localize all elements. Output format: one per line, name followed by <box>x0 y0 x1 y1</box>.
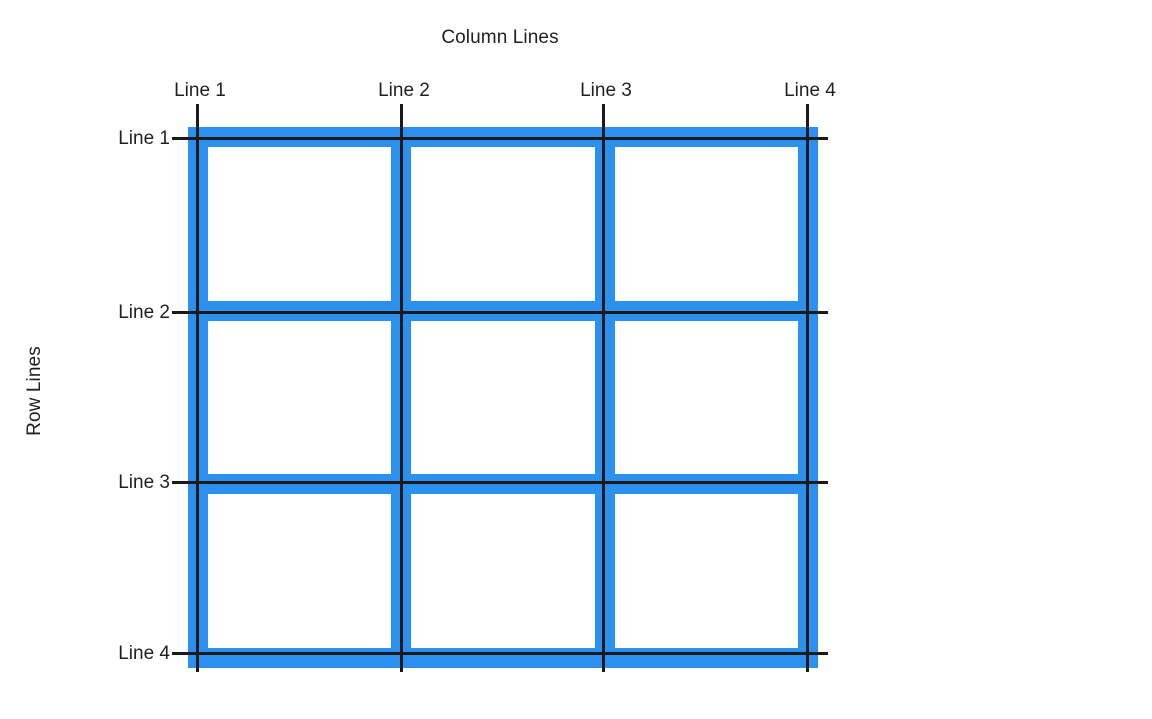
column-line-label-3: Line 3 <box>580 80 632 101</box>
row-line-2 <box>172 311 828 314</box>
row-axis-title: Row Lines <box>24 346 45 436</box>
row-line-3 <box>172 481 828 484</box>
column-line-label-4: Line 4 <box>784 80 836 101</box>
row-line-label-2: Line 2 <box>118 302 170 323</box>
grid-container <box>188 127 818 668</box>
column-line-label-1: Line 1 <box>174 80 226 101</box>
grid-cell <box>411 494 595 648</box>
row-line-label-3: Line 3 <box>118 472 170 493</box>
row-line-label-4: Line 4 <box>118 643 170 664</box>
grid-cell <box>411 147 595 301</box>
row-line-label-1: Line 1 <box>118 128 170 149</box>
grid-cell <box>411 320 595 475</box>
grid-cell <box>614 494 798 648</box>
column-axis-title: Column Lines <box>441 27 559 48</box>
grid-cell <box>208 320 392 475</box>
row-line-4 <box>172 652 828 655</box>
grid-cell <box>614 147 798 301</box>
grid-cell <box>614 320 798 475</box>
row-line-1 <box>172 137 828 140</box>
grid-cell <box>208 147 392 301</box>
column-line-2 <box>400 104 403 672</box>
column-line-label-2: Line 2 <box>378 80 430 101</box>
column-line-3 <box>602 104 605 672</box>
column-line-4 <box>806 104 809 672</box>
column-line-1 <box>196 104 199 672</box>
grid-cell <box>208 494 392 648</box>
